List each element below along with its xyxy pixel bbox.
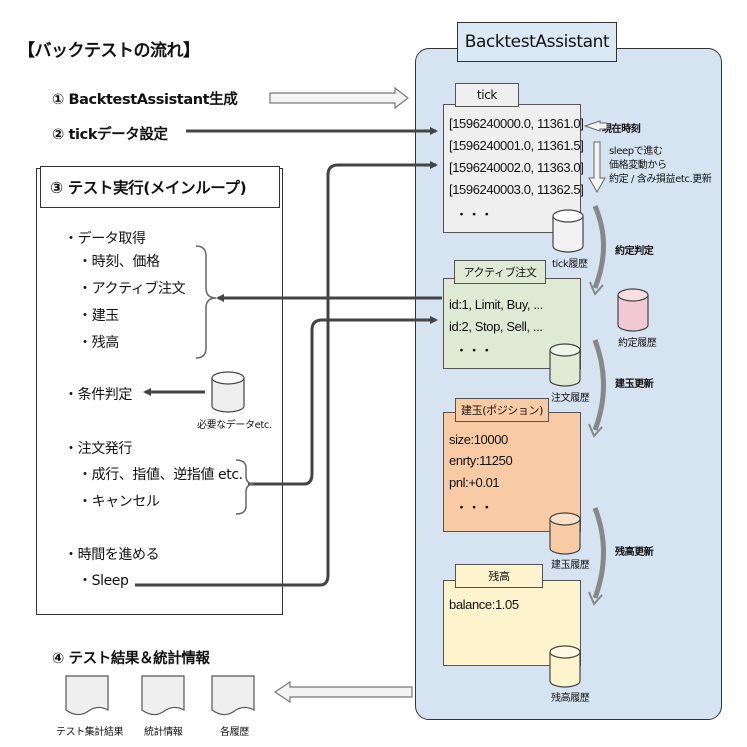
result-stats-label: 統計情報 [144, 727, 183, 738]
step-3-run: ③ テスト実行(メインループ) [50, 179, 247, 197]
balance-box [443, 580, 581, 666]
fill-history-db [617, 288, 649, 332]
tick-note-line-3: 約定 / 含み損益etc.更新 [609, 174, 712, 185]
tick-row-3: [1596240002.0, 11363.0] [449, 160, 584, 175]
balance-update-arrow [592, 507, 606, 599]
balance-row: balance:1.05 [449, 597, 519, 612]
hollow-arrow-create [269, 86, 409, 110]
required-data-db [211, 371, 245, 413]
fill-judge-label: 約定判定 [615, 246, 654, 257]
position-update-arrow [592, 339, 606, 431]
fill-history-label: 約定履歴 [618, 338, 657, 349]
loop-data-item-position: ・建玉 [78, 308, 119, 324]
tick-dots: ・・・ [455, 207, 493, 222]
loop-data-item-time-price: ・時刻、価格 [78, 254, 160, 270]
arrow-order-to-active [248, 316, 438, 486]
balance-history-label: 残高履歴 [551, 693, 590, 704]
balance-update-arrow-head [588, 591, 603, 606]
active-order-box [443, 278, 581, 369]
balance-history-db [549, 645, 581, 688]
brace-order [235, 459, 255, 515]
loop-data-get: ・データ取得 [64, 231, 146, 247]
balance-update-label: 残高更新 [615, 547, 654, 558]
order-history-db [549, 343, 581, 387]
sleep-down-arrow [588, 141, 606, 194]
result-histories-label: 各履歴 [220, 727, 249, 738]
step-1-create: ① BacktestAssistant生成 [52, 92, 238, 108]
hollow-arrow-results [273, 680, 413, 704]
loop-sleep: ・Sleep [78, 573, 129, 589]
document-icon-summary [65, 675, 109, 716]
page-title: 【バックテストの流れ】 [18, 41, 200, 61]
position-history-label: 建玉履歴 [551, 560, 590, 571]
tick-note-line-1: sleepで進む [609, 146, 663, 157]
tick-row-1: [1596240000.0, 11361.0] [449, 116, 584, 131]
active-order-dots: ・・・ [455, 343, 493, 358]
position-tab: 建玉(ポジション) [455, 398, 549, 422]
fill-judge-arrow [592, 205, 606, 289]
position-row-entry: enrty:11250 [449, 453, 513, 468]
active-order-tab: アクティブ注文 [454, 260, 546, 284]
loop-condition: ・条件判定 [64, 387, 132, 403]
position-history-db [549, 512, 581, 555]
active-order-row-2: id:2, Stop, Sell, ... [449, 319, 543, 334]
document-icon-stats [141, 675, 185, 716]
tick-row-2: [1596240001.0, 11361.5] [449, 138, 584, 153]
arrow-sleep-to-tick [135, 161, 438, 587]
tick-tab: tick [455, 83, 519, 107]
current-time-arrow [583, 120, 608, 132]
tick-box [443, 104, 581, 233]
result-test-summary-label: テスト集計結果 [56, 727, 124, 738]
loop-order-type: ・成行、指値、逆指値 etc. [78, 467, 243, 483]
document-icon-histories [211, 675, 255, 716]
position-update-arrow-head [588, 423, 603, 438]
current-time-label: 現在時刻 [602, 124, 641, 135]
tick-row-4: [1596240003.0, 11362.5] [449, 182, 584, 197]
panel-title: BacktestAssistant [457, 22, 617, 62]
loop-order-cancel: ・キャンセル [78, 494, 160, 510]
fill-judge-arrow-head [589, 281, 604, 296]
position-row-pnl: pnl:+0.01 [449, 475, 500, 490]
main-loop-title-box [40, 166, 280, 208]
loop-data-item-active-order: ・アクティブ注文 [78, 281, 186, 297]
loop-advance-time: ・時間を進める [64, 547, 160, 563]
loop-order: ・注文発行 [64, 441, 132, 457]
position-row-size: size:10000 [449, 432, 508, 447]
tick-note-line-2: 価格変動から [609, 160, 667, 171]
active-order-row-1: id:1, Limit, Buy, ... [449, 297, 543, 312]
tick-history-label: tick履歴 [552, 259, 588, 270]
loop-data-item-balance: ・残高 [78, 335, 119, 351]
step-4-results: ④ テスト結果＆統計情報 [52, 651, 210, 667]
position-dots: ・・・ [455, 500, 493, 515]
step-2-tick-setup: ② tickデータ設定 [52, 127, 168, 143]
db-label-required-data: 必要なデータetc. [197, 420, 272, 431]
position-update-label: 建玉更新 [615, 379, 654, 390]
position-box [443, 412, 581, 532]
tick-history-db [552, 209, 584, 253]
balance-tab: 残高 [455, 564, 543, 588]
order-history-label: 注文履歴 [551, 393, 590, 404]
brace-data-get [195, 245, 217, 359]
